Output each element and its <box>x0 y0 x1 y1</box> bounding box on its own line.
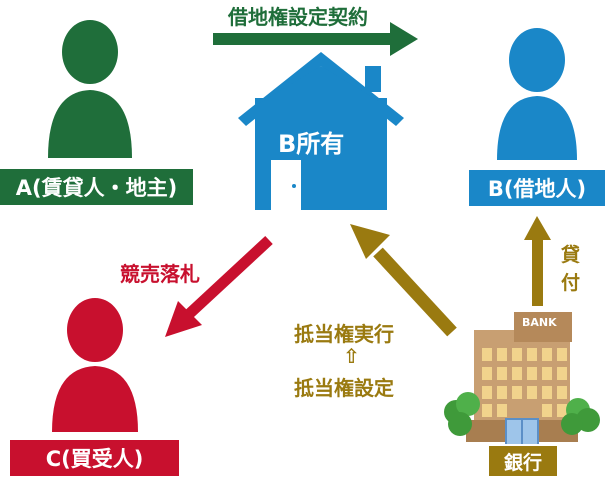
loan-label-line2: 付 <box>561 272 581 294</box>
house-owner-label: B所有 <box>278 130 345 158</box>
bank-building-icon <box>444 312 600 444</box>
person-a-icon <box>48 20 132 158</box>
loan-arrow <box>524 216 551 306</box>
party-c-label: C(買受人) <box>10 440 179 476</box>
mortgage-up-arrow-icon: ⇧ <box>343 344 360 368</box>
party-a-label: A(賃貸人・地主) <box>0 169 193 205</box>
loan-label-line1: 貸 <box>561 244 581 266</box>
mortgage-execution-label: 抵当権実行 <box>294 322 394 346</box>
bank-sign: BANK <box>522 316 557 329</box>
auction-label: 競売落札 <box>120 262 200 286</box>
party-b-label: B(借地人) <box>469 170 605 206</box>
mortgage-arrow <box>350 224 457 337</box>
person-b-icon <box>497 28 577 160</box>
lease-contract-arrow <box>213 22 418 56</box>
person-c-icon <box>52 298 138 432</box>
mortgage-setting-label: 抵当権設定 <box>294 376 394 400</box>
auction-arrow <box>165 235 273 337</box>
house-icon <box>238 52 404 210</box>
lease-contract-label: 借地権設定契約 <box>228 5 368 29</box>
bank-label: 銀行 <box>489 446 557 476</box>
